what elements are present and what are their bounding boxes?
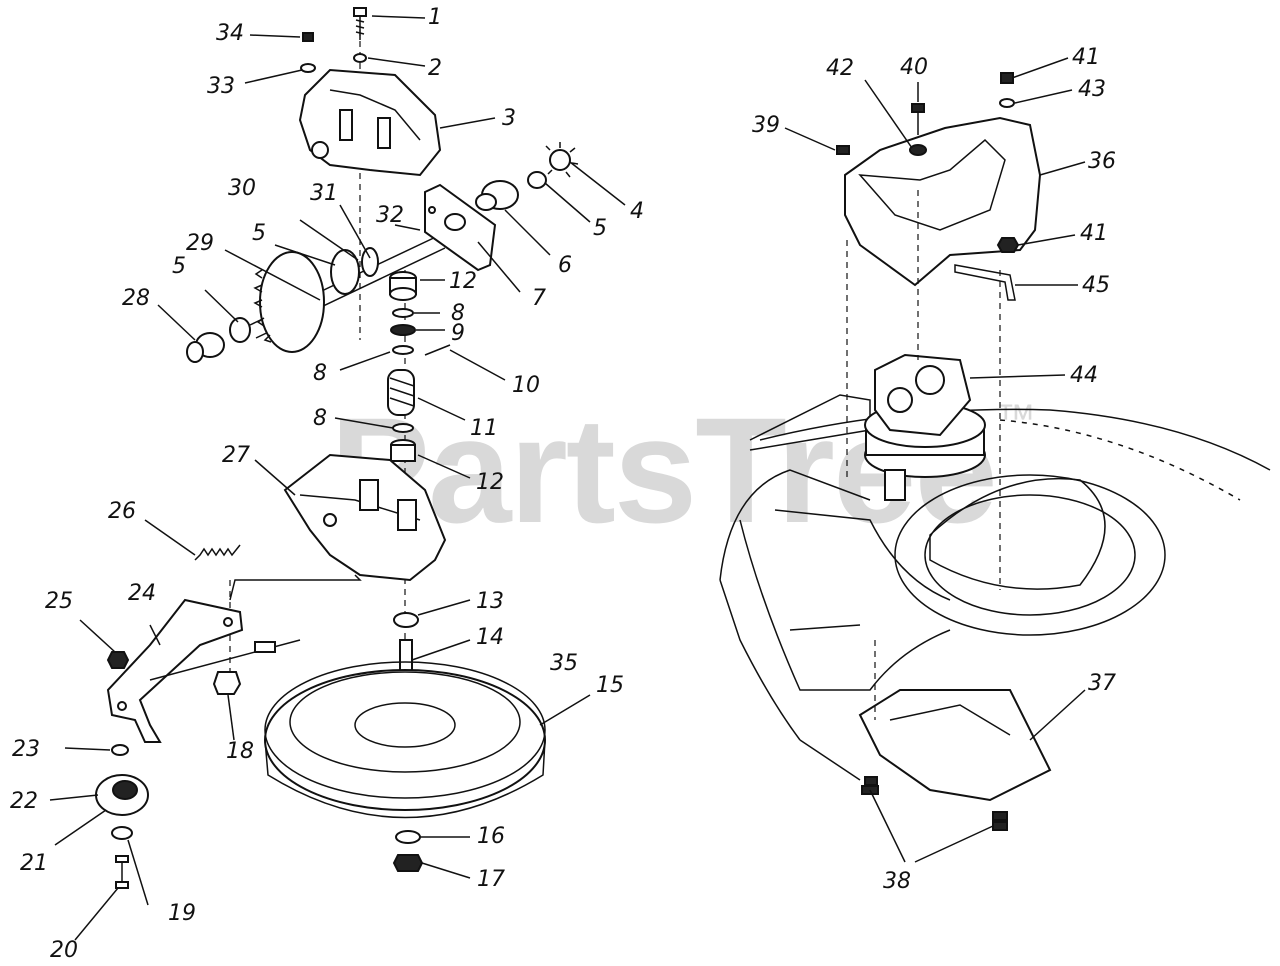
callout-40: 40 [900, 55, 928, 80]
callout-7: 7 [532, 286, 546, 311]
worm-gear-part [387, 369, 415, 416]
screw-part [300, 32, 316, 73]
callout-15: 15 [596, 673, 624, 698]
gear-housing-bottom [229, 453, 447, 601]
callout-23: 23 [12, 737, 40, 762]
callout-labels: 1 2 3 4 5 5 5 6 7 8 8 8 9 10 11 12 12 13… [10, 5, 1116, 963]
callout-14: 14 [476, 625, 504, 650]
callout-25: 25 [45, 589, 73, 614]
callout-4: 4 [630, 199, 644, 224]
bearing-plate [424, 183, 497, 272]
callout-12: 12 [449, 269, 477, 294]
callout-34: 34 [216, 21, 244, 46]
deck-handle [749, 394, 871, 451]
callout-20: 20 [50, 938, 78, 963]
sprocket-part [545, 142, 579, 178]
callout-12: 12 [476, 470, 504, 495]
motor-assembly [864, 353, 986, 501]
callout-19: 19 [168, 901, 196, 926]
callout-8: 8 [451, 301, 465, 326]
chute-cover [844, 116, 1042, 287]
spring-part [194, 544, 241, 561]
washer-part [392, 423, 414, 433]
callout-18: 18 [226, 739, 254, 764]
rod-part [954, 264, 1016, 301]
callout-2: 2 [428, 56, 442, 81]
callout-45: 45 [1082, 273, 1110, 298]
callout-32: 32 [376, 203, 404, 228]
bushing-part [475, 180, 519, 211]
callout-21: 21 [20, 851, 48, 876]
callout-37: 37 [1088, 671, 1116, 696]
nut-part [392, 854, 424, 872]
bolt-part [836, 72, 1020, 253]
main-pulley [264, 661, 546, 819]
callout-33: 33 [207, 74, 235, 99]
callout-39: 39 [752, 113, 780, 138]
nut-part [106, 651, 242, 695]
callout-26: 26 [108, 499, 136, 524]
callout-42: 42 [826, 56, 854, 81]
callout-29: 29 [186, 231, 214, 256]
bolt-part [353, 7, 367, 40]
callout-1: 1 [428, 5, 442, 30]
cable-end-part [254, 641, 276, 653]
callout-28: 28 [122, 286, 150, 311]
callout-6: 6 [558, 253, 572, 278]
callout-43: 43 [1078, 77, 1106, 102]
callout-35: 35 [550, 651, 578, 676]
callout-5: 5 [593, 216, 607, 241]
callout-41: 41 [1080, 221, 1108, 246]
deck-housing [719, 408, 1271, 781]
leader-lines [49, 15, 1086, 941]
washer-part [111, 826, 133, 840]
washer-part [395, 830, 421, 844]
idler-pulley [95, 774, 149, 816]
bushing-part [389, 271, 417, 301]
callout-27: 27 [222, 443, 250, 468]
washer-part [392, 345, 414, 355]
washer-part [527, 171, 547, 189]
bolt-part [115, 855, 129, 889]
gear-housing-top [298, 68, 442, 177]
callout-30: 30 [228, 176, 256, 201]
idler-bracket [106, 598, 244, 743]
washer-part [111, 744, 129, 756]
pin-part [424, 344, 451, 356]
bushing-part [390, 439, 416, 462]
callout-8: 8 [313, 406, 327, 431]
callout-44: 44 [1070, 363, 1098, 388]
callout-13: 13 [476, 589, 504, 614]
washer-part [229, 317, 251, 343]
callout-17: 17 [477, 867, 505, 892]
callout-22: 22 [10, 789, 38, 814]
callout-38: 38 [883, 869, 911, 894]
discharge-chute [858, 689, 1052, 802]
gear-wheel [253, 251, 325, 353]
washer-part [392, 308, 414, 318]
callout-8: 8 [313, 361, 327, 386]
callout-5: 5 [252, 221, 266, 246]
callout-10: 10 [512, 373, 540, 398]
callout-9: 9 [451, 321, 465, 346]
callout-36: 36 [1088, 149, 1116, 174]
callout-41: 41 [1072, 45, 1100, 70]
bearing-part [186, 332, 225, 363]
callout-3: 3 [502, 106, 516, 131]
callout-5: 5 [172, 254, 186, 279]
callout-31: 31 [310, 181, 338, 206]
callout-11: 11 [470, 416, 498, 441]
washer-part [353, 53, 367, 63]
callout-16: 16 [477, 824, 505, 849]
retainer-part [390, 324, 416, 336]
washer-part [393, 612, 419, 628]
callout-24: 24 [128, 581, 156, 606]
